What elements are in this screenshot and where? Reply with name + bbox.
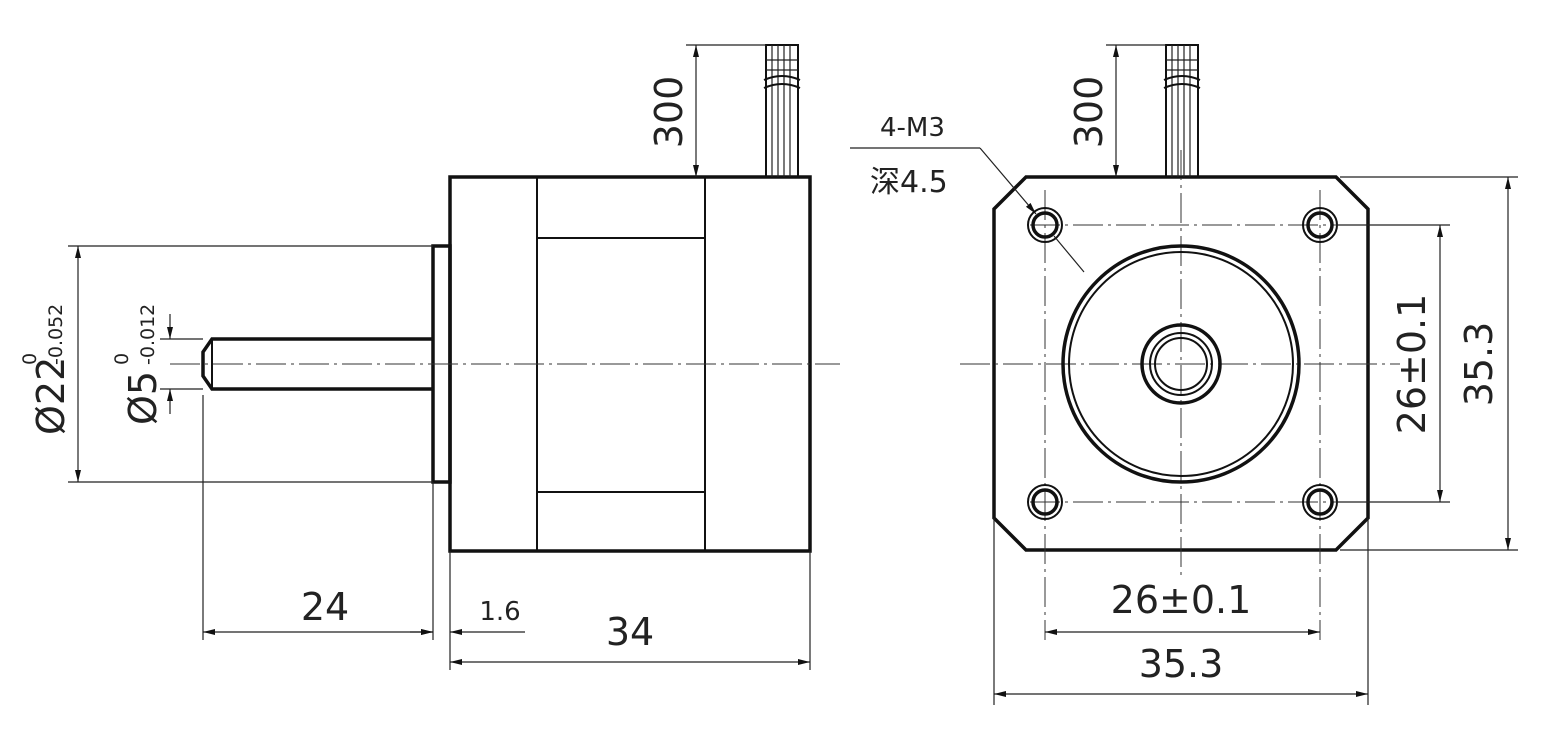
- body-length-label: 34: [606, 610, 654, 654]
- front-body-outline: [992, 175, 1370, 552]
- front-view-dimensions: 300 4-M3 深4.5 26±0.1 35.3 26±0.1 35.3: [850, 44, 1518, 705]
- mounting-hole-bottom-left: [1027, 484, 1063, 520]
- hole-spacing-h-label: 26±0.1: [1111, 578, 1252, 622]
- hole-depth-label: 深4.5: [870, 165, 948, 200]
- shaft-tolerance-lower: -0.012: [137, 304, 159, 365]
- boss-tolerance-upper: 0: [19, 353, 41, 365]
- wire-bundle-side: [763, 44, 801, 178]
- wire-length-front-label: 300: [1067, 76, 1111, 149]
- side-view-dimensions: 300 Ø22 0 -0.052 Ø5 0 -0.012 24 1.6: [19, 44, 811, 670]
- hole-spec-label: 4-M3: [880, 113, 945, 143]
- boss-diameter-label: Ø22: [29, 357, 73, 435]
- hole-spacing-v-label: 26±0.1: [1390, 294, 1434, 435]
- flange-thickness-label: 1.6: [479, 597, 520, 627]
- front-boss-outer: [1061, 244, 1301, 484]
- wire-bundle-front: [1163, 44, 1201, 178]
- output-shaft: [201, 337, 433, 391]
- body-height-label: 35.3: [1457, 322, 1501, 407]
- body-width-label: 35.3: [1139, 642, 1224, 686]
- mounting-hole-top-left: [1027, 207, 1063, 243]
- front-shaft-outer: [1140, 323, 1222, 405]
- front-view: [960, 44, 1450, 640]
- wire-length-side-label: 300: [647, 76, 691, 149]
- boss-tolerance-lower: -0.052: [45, 304, 67, 365]
- shaft-tolerance-upper: 0: [111, 353, 133, 365]
- side-view: [170, 44, 840, 553]
- shaft-diameter-label: Ø5: [121, 371, 165, 425]
- shaft-length-label: 24: [301, 585, 349, 629]
- front-shaft-mid: [1149, 332, 1213, 396]
- front-boss-inner: [1068, 251, 1294, 477]
- front-shaft-inner: [1154, 337, 1208, 391]
